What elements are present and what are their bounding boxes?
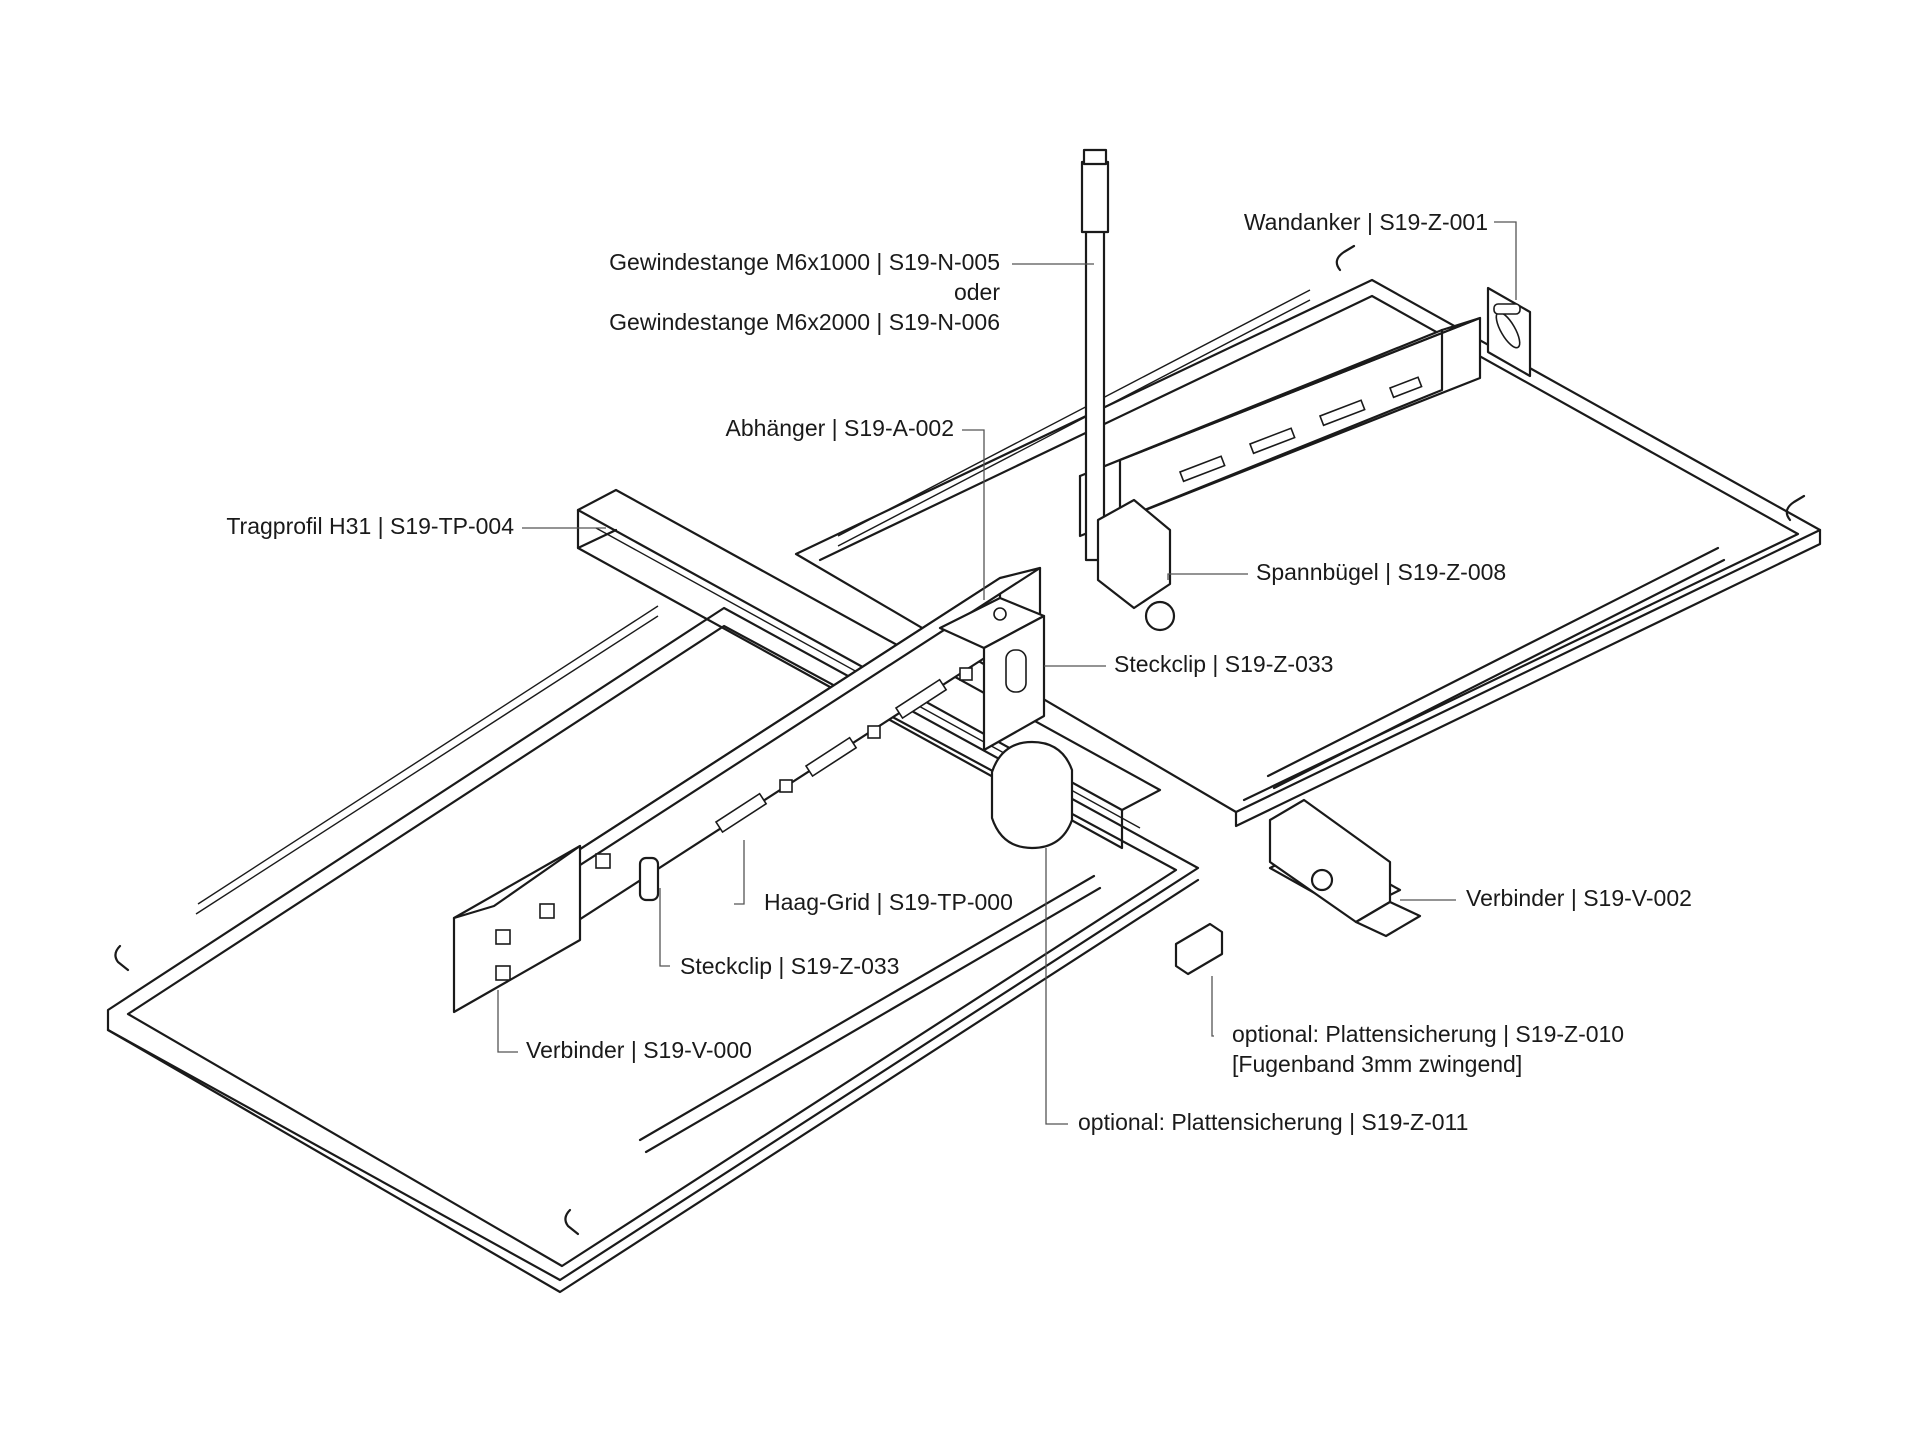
label-haag-grid: Haag-Grid | S19-TP-000 [764, 889, 1013, 915]
label-verbinder-right: Verbinder | S19-V-002 [1466, 885, 1692, 911]
ceiling-panel-front [106, 605, 1200, 1294]
spannbuegel [1096, 498, 1176, 632]
wall-anchor [1486, 286, 1532, 378]
label-plattensicherung-011: optional: Plattensicherung | S19-Z-011 [1078, 1109, 1468, 1135]
label-wandanker: Wandanker | S19-Z-001 [1244, 209, 1488, 235]
steckclip-lower [638, 856, 660, 902]
threaded-rod [1080, 148, 1110, 562]
label-oder: oder [954, 279, 1000, 305]
label-abhaenger: Abhänger | S19-A-002 [726, 415, 954, 441]
plattensicherung-010 [1174, 922, 1224, 976]
label-fugenband: [Fugenband 3mm zwingend] [1232, 1051, 1522, 1077]
label-gewindestange-1: Gewindestange M6x1000 | S19-N-005 [609, 249, 1000, 275]
label-tragprofil: Tragprofil H31 | S19-TP-004 [226, 513, 514, 539]
label-steckclip-upper: Steckclip | S19-Z-033 [1114, 651, 1333, 677]
verbinder-left [452, 844, 582, 1014]
label-verbinder-left: Verbinder | S19-V-000 [526, 1037, 752, 1063]
haag-grid-channel-back [1078, 316, 1482, 538]
label-spannbuegel: Spannbügel | S19-Z-008 [1256, 559, 1506, 585]
label-steckclip-lower: Steckclip | S19-Z-033 [680, 953, 899, 979]
verbinder-right [1268, 798, 1422, 938]
label-gewindestange-2: Gewindestange M6x2000 | S19-N-006 [609, 309, 1000, 335]
abhaenger-bracket [938, 596, 1046, 752]
leader-lines [497, 221, 1517, 1125]
ceiling-panel-back [794, 244, 1822, 828]
labels: Wandanker | S19-Z-001 Gewindestange M6x1… [226, 209, 1692, 1135]
label-plattensicherung-010: optional: Plattensicherung | S19-Z-010 [1232, 1021, 1624, 1047]
plattensicherung-clip [990, 740, 1074, 850]
